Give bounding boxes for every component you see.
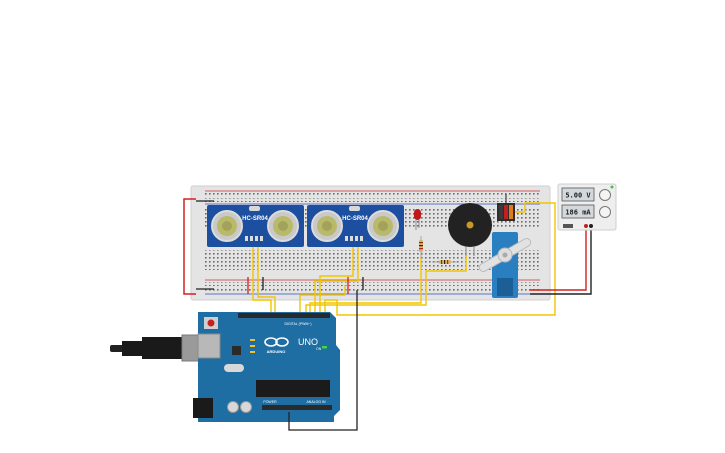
arduino-brand-label: ARDUINO xyxy=(267,349,286,354)
current-knob[interactable] xyxy=(599,206,611,218)
sensor-right-label: HC-SR04 xyxy=(342,216,368,222)
red-wire-power-supply[interactable] xyxy=(530,227,587,291)
sensor-left-label: HC-SR04 xyxy=(242,216,268,222)
on-led-label: ON xyxy=(316,347,322,351)
resistor-led[interactable] xyxy=(419,236,423,258)
voltage-knob[interactable] xyxy=(599,189,611,201)
piezo-buzzer[interactable] xyxy=(448,203,492,256)
micro-servo[interactable] xyxy=(478,194,532,298)
power-supply[interactable]: 5.00 V 186 mA xyxy=(557,183,617,231)
arduino-model-label: UNO xyxy=(298,337,318,347)
red-led[interactable] xyxy=(414,209,421,230)
black-wire-power-supply[interactable] xyxy=(530,227,592,295)
hc-sr04-sensor-right[interactable]: HC-SR04 xyxy=(307,205,404,247)
power-supply-voltage: 5.00 V xyxy=(565,192,591,200)
power-header-label: POWER xyxy=(263,400,277,404)
resistor-horizontal[interactable] xyxy=(432,260,458,264)
arduino-uno[interactable]: UNO ARDUINO DIGITAL (PWM~) POWER ANALOG … xyxy=(193,312,340,422)
analog-header-label: ANALOG IN xyxy=(306,400,326,404)
digital-header-label: DIGITAL (PWM~) xyxy=(284,322,311,326)
black-wire-arduino-gnd[interactable] xyxy=(288,290,358,431)
red-wire-left[interactable] xyxy=(183,198,196,295)
yellow-signal-wires[interactable] xyxy=(252,202,556,316)
hc-sr04-sensor-left[interactable]: HC-SR04 xyxy=(207,205,304,247)
power-supply-current: 186 mA xyxy=(565,209,591,217)
